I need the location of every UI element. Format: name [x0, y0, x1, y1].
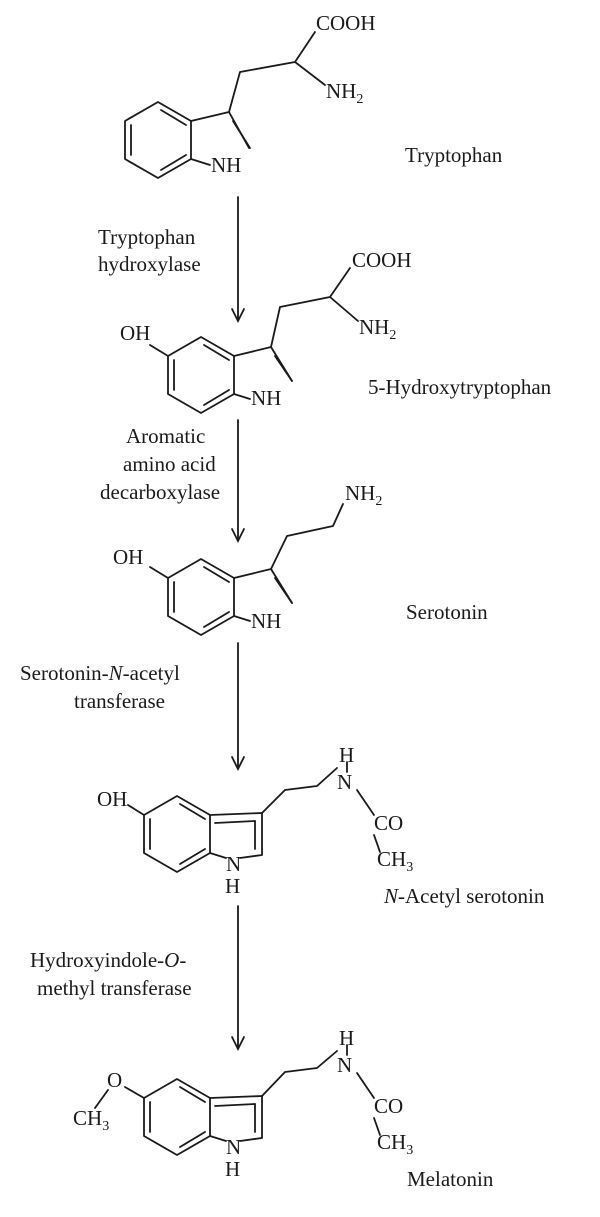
serotonin-indole-nh: NH — [251, 609, 281, 633]
melatonin-ring-h: H — [225, 1157, 240, 1181]
n-acetyl-serotonin-carbonyl: CO — [374, 811, 403, 835]
tryptophan-indole-nh: NH — [211, 153, 241, 177]
n-acetyl-serotonin-structure: OH H N CO CH3 N H — [97, 743, 413, 898]
enzyme-decarboxylase-line2: amino acid — [123, 452, 216, 476]
n-acetyl-serotonin-side-chain — [261, 767, 338, 814]
melatonin-pyrrole-double-1 — [214, 1103, 256, 1107]
enzyme-hiomt-line2: methyl transferase — [37, 976, 192, 1000]
n-acetyl-serotonin-label: N-Acetyl serotonin — [383, 884, 545, 908]
serotonin-benzene-ring — [167, 558, 235, 636]
n-acetyl-serotonin-oh-bond — [127, 804, 145, 816]
melatonin-acetyl-methyl: CH3 — [377, 1130, 413, 1158]
hydroxytryptophan-indole-nh: NH — [251, 386, 281, 410]
n-acetyl-serotonin-benzene-double-2 — [179, 803, 206, 820]
tryptophan-benzene-double-3 — [160, 154, 187, 171]
arrow-1 — [231, 196, 245, 324]
enzyme-decarboxylase-line3: decarboxylase — [100, 480, 220, 504]
n-acetyl-serotonin-benzene-ring — [143, 795, 211, 873]
enzyme-tryptophan-hydroxylase-line1: Tryptophan — [98, 225, 196, 249]
serotonin-side-chain — [270, 503, 344, 570]
serotonin-label: Serotonin — [406, 600, 488, 624]
melatonin-benzene-ring — [143, 1078, 211, 1156]
n-acetyl-serotonin-amide-h: H — [339, 743, 354, 767]
melatonin-amide-h: H — [339, 1026, 354, 1050]
tryptophan-side-chain — [228, 31, 326, 113]
hydroxytryptophan-benzene-double-3 — [203, 389, 230, 406]
enzyme-snat-line1: Serotonin-N-acetyl — [20, 661, 180, 685]
serotonin-benzene-double-2 — [203, 566, 230, 583]
serotonin-benzene-double-3 — [203, 611, 230, 628]
tryptophan-pyrrole-double — [232, 120, 251, 149]
tryptophan-structure: NH COOH NH2 — [124, 11, 376, 179]
tryptophan-amine: NH2 — [326, 79, 363, 107]
tryptophan-benzene-ring — [124, 101, 192, 179]
melatonin-carbonyl: CO — [374, 1094, 403, 1118]
melatonin-methoxy-ch3: CH3 — [73, 1106, 109, 1134]
enzyme-tryptophan-hydroxylase-line2: hydroxylase — [98, 252, 201, 276]
enzyme-hiomt-line1: Hydroxyindole-O- — [30, 948, 186, 972]
arrow-4 — [231, 905, 245, 1052]
n-acetyl-serotonin-benzene-double-3 — [179, 848, 206, 865]
melatonin-structure: O CH3 H N CO CH3 N H — [73, 1026, 413, 1181]
melatonin-pyrrole-ring — [209, 1095, 263, 1142]
n-acetyl-serotonin-methyl: CH3 — [377, 847, 413, 875]
arrow-3 — [231, 642, 245, 772]
hydroxytryptophan-oh: OH — [120, 321, 150, 345]
tryptophan-label: Tryptophan — [405, 143, 503, 167]
serotonin-pyrrole-double — [274, 577, 293, 604]
hydroxytryptophan-structure: OH NH COOH NH2 — [120, 248, 412, 414]
tryptophan-cooh: COOH — [316, 11, 376, 35]
n-acetyl-serotonin-amide-bonds — [356, 789, 381, 853]
hydroxytryptophan-benzene-ring — [167, 336, 235, 414]
serotonin-oh-bond — [149, 566, 169, 579]
n-acetyl-serotonin-pyrrole-ring — [209, 812, 263, 859]
melatonin-amide-bonds — [356, 1072, 381, 1136]
hydroxytryptophan-oh-bond — [149, 344, 169, 357]
melatonin-benzene-double-2 — [179, 1086, 206, 1103]
hydroxytryptophan-cooh: COOH — [352, 248, 412, 272]
hydroxytryptophan-side-chain — [270, 267, 359, 348]
melatonin-methoxy-o: O — [107, 1068, 122, 1092]
serotonin-structure: OH NH NH2 — [113, 481, 382, 636]
melatonin-label: Melatonin — [407, 1167, 494, 1191]
hydroxytryptophan-amine: NH2 — [359, 315, 396, 343]
n-acetyl-serotonin-pyrrole-double-1 — [214, 820, 256, 824]
melatonin-ring-n: N — [226, 1135, 241, 1159]
n-acetyl-serotonin-ring-n: N — [226, 852, 241, 876]
enzyme-snat-line2: transferase — [74, 689, 165, 713]
melatonin-methoxy-bonds — [94, 1086, 145, 1109]
melatonin-amide-n: N — [337, 1053, 352, 1077]
enzyme-decarboxylase-line1: Aromatic — [126, 424, 205, 448]
arrow-2 — [231, 419, 245, 544]
n-acetyl-serotonin-ring-h: H — [225, 874, 240, 898]
hydroxytryptophan-label: 5-Hydroxytryptophan — [368, 375, 552, 399]
melatonin-side-chain — [261, 1050, 338, 1097]
n-acetyl-serotonin-oh: OH — [97, 787, 127, 811]
hydroxytryptophan-pyrrole-double — [274, 355, 293, 382]
n-acetyl-serotonin-amide-n: N — [337, 770, 352, 794]
serotonin-amine: NH2 — [345, 481, 382, 509]
melatonin-benzene-double-3 — [179, 1131, 206, 1148]
serotonin-oh: OH — [113, 545, 143, 569]
hydroxytryptophan-benzene-double-2 — [203, 344, 230, 361]
tryptophan-benzene-double-2 — [160, 109, 187, 126]
